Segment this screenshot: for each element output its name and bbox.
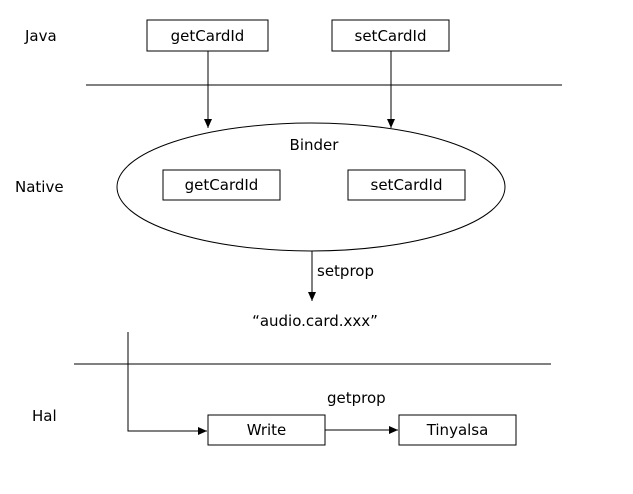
native-getcardid-box: getCardId: [162, 169, 281, 201]
tinyalsa-box: Tinyalsa: [398, 414, 517, 446]
native-getcardid-label: getCardId: [185, 176, 259, 194]
write-box: Write: [207, 414, 326, 446]
java-getcardid-label: getCardId: [171, 27, 245, 45]
arrow-getprop-path: [127, 332, 207, 435]
layer-label-native: Native: [15, 178, 64, 196]
layer-label-java: Java: [24, 27, 57, 45]
property-label: “audio.card.xxx”: [252, 312, 378, 330]
java-setcardid-label: setCardId: [355, 27, 427, 45]
native-setcardid-box: setCardId: [347, 169, 466, 201]
binder-title: Binder: [290, 136, 340, 154]
java-setcardid-box: setCardId: [331, 19, 450, 52]
setprop-label: setprop: [317, 262, 374, 280]
layer-label-hal: Hal: [32, 407, 57, 425]
binder-ellipse: Binder: [116, 122, 506, 252]
native-setcardid-label: setCardId: [371, 176, 443, 194]
write-label: Write: [247, 421, 287, 439]
getprop-label: getprop: [327, 389, 386, 407]
tinyalsa-label: Tinyalsa: [426, 421, 489, 439]
java-getcardid-box: getCardId: [146, 19, 269, 52]
